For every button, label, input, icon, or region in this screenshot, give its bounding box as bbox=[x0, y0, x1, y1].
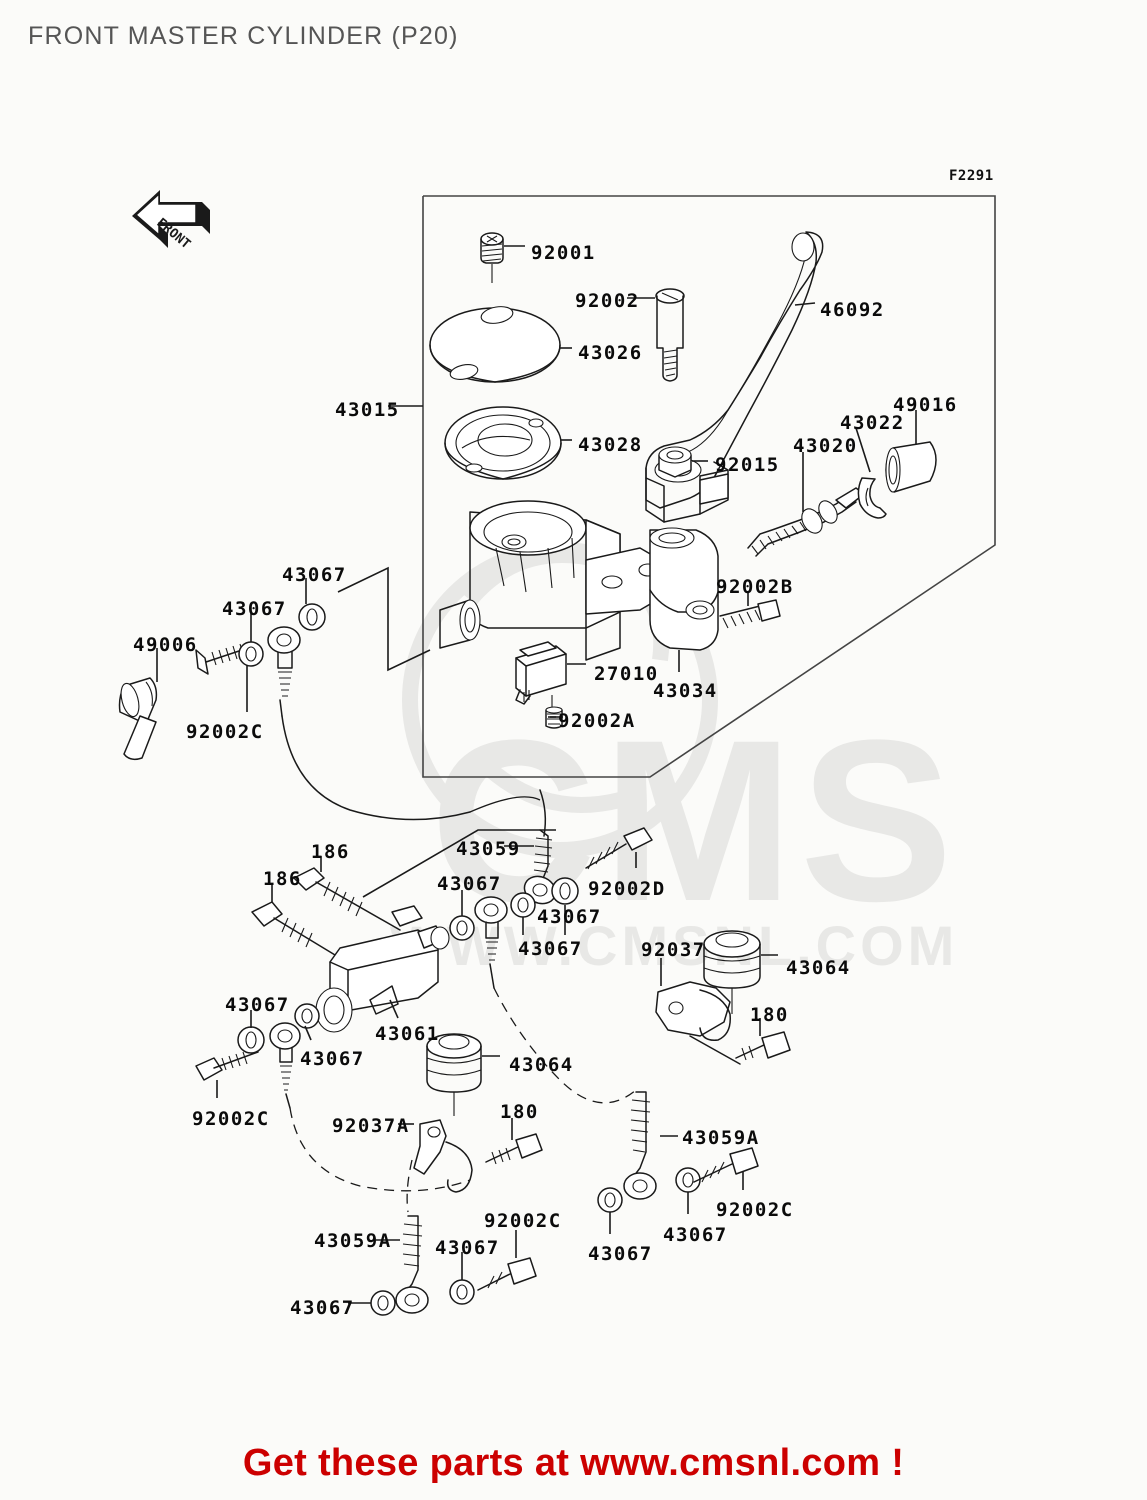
part-43067-washer-d bbox=[510, 892, 536, 935]
part-label-43020[interactable]: 43020 bbox=[793, 435, 858, 457]
part-label-43015[interactable]: 43015 bbox=[335, 399, 400, 421]
part-186-bolt-a bbox=[293, 856, 401, 931]
part-180-bolt-center bbox=[485, 1118, 543, 1165]
part-92002C-bolt-lower-left bbox=[195, 1051, 259, 1098]
part-43067-washer-a bbox=[238, 612, 264, 667]
part-43061-joint bbox=[315, 905, 450, 1033]
part-label-43067[interactable]: 43067 bbox=[537, 906, 602, 928]
part-43064-grommet-right bbox=[703, 930, 778, 1014]
part-43067-washer-h bbox=[675, 1167, 701, 1214]
part-banjo-fitting-mid bbox=[474, 896, 508, 989]
part-43028-diaphragm bbox=[444, 406, 572, 480]
svg-text:CMS: CMS bbox=[430, 692, 959, 949]
part-label-43067[interactable]: 43067 bbox=[663, 1224, 728, 1246]
part-label-43067[interactable]: 43067 bbox=[588, 1243, 653, 1265]
part-92002B-bolt bbox=[719, 592, 781, 629]
part-label-49016[interactable]: 49016 bbox=[893, 394, 958, 416]
part-43026-cap bbox=[429, 306, 572, 383]
part-49006-cap bbox=[118, 648, 158, 761]
part-92002A-bolt bbox=[545, 695, 563, 729]
part-label-43067[interactable]: 43067 bbox=[435, 1237, 500, 1259]
part-label-43059a[interactable]: 43059A bbox=[682, 1127, 760, 1149]
part-label-46092[interactable]: 46092 bbox=[820, 299, 885, 321]
part-label-92037a[interactable]: 92037A bbox=[332, 1115, 410, 1137]
part-43067-washer-e bbox=[449, 890, 475, 941]
part-label-43067[interactable]: 43067 bbox=[222, 598, 287, 620]
part-label-92002b[interactable]: 92002B bbox=[716, 576, 794, 598]
part-43022-circlip bbox=[855, 427, 887, 519]
lead-bracket-left bbox=[337, 566, 431, 672]
part-92002C-bolt-bottom bbox=[477, 1230, 537, 1291]
part-43067-washer-k bbox=[348, 1290, 396, 1316]
part-43059A-hose-right bbox=[623, 1091, 678, 1200]
part-label-92002c[interactable]: 92002C bbox=[716, 1199, 794, 1221]
part-label-43067[interactable]: 43067 bbox=[282, 564, 347, 586]
lead-bracket-lower bbox=[362, 829, 556, 898]
part-186-bolt-b bbox=[251, 884, 341, 959]
part-label-92002[interactable]: 92002 bbox=[575, 290, 640, 312]
part-92002C-bolt-bottom-right bbox=[693, 1147, 759, 1190]
part-92002D-bolt bbox=[585, 827, 653, 870]
part-label-43064[interactable]: 43064 bbox=[786, 957, 851, 979]
part-label-92037[interactable]: 92037 bbox=[641, 939, 706, 961]
part-banjo-fitting-lower-left bbox=[269, 1022, 301, 1109]
part-hose-fitting-left bbox=[267, 626, 301, 717]
part-label-43028[interactable]: 43028 bbox=[578, 434, 643, 456]
part-43067-washer-g bbox=[294, 1003, 320, 1041]
part-43064-grommet-center bbox=[426, 1033, 500, 1116]
part-label-43067[interactable]: 43067 bbox=[518, 938, 583, 960]
part-43067-washer-j bbox=[449, 1252, 475, 1305]
part-label-92002d[interactable]: 92002D bbox=[588, 878, 666, 900]
part-92002-bolt bbox=[627, 288, 685, 382]
part-label-43067[interactable]: 43067 bbox=[300, 1048, 365, 1070]
part-label-43034[interactable]: 43034 bbox=[653, 680, 718, 702]
part-label-92002c[interactable]: 92002C bbox=[192, 1108, 270, 1130]
part-label-92002c[interactable]: 92002C bbox=[186, 721, 264, 743]
part-49016-boot bbox=[885, 410, 937, 493]
part-master-cylinder-body bbox=[439, 500, 665, 661]
part-label-43064[interactable]: 43064 bbox=[509, 1054, 574, 1076]
part-label-186[interactable]: 186 bbox=[311, 841, 350, 863]
part-43067-washer-f bbox=[237, 1010, 265, 1054]
part-label-92001[interactable]: 92001 bbox=[531, 242, 596, 264]
part-label-186[interactable]: 186 bbox=[263, 868, 302, 890]
part-label-43059[interactable]: 43059 bbox=[456, 838, 521, 860]
part-92001-screw bbox=[480, 232, 525, 283]
part-label-43061[interactable]: 43061 bbox=[375, 1023, 440, 1045]
front-direction-badge: FRONT bbox=[132, 190, 210, 252]
part-label-49006[interactable]: 49006 bbox=[133, 634, 198, 656]
part-43020-piston bbox=[747, 452, 865, 557]
assembly-frame bbox=[422, 195, 996, 778]
hose-routing bbox=[289, 796, 637, 1213]
part-92015-nut bbox=[658, 446, 708, 478]
part-180-bolt-right bbox=[735, 1018, 791, 1061]
part-label-43067[interactable]: 43067 bbox=[225, 994, 290, 1016]
part-label-92015[interactable]: 92015 bbox=[715, 454, 780, 476]
page-title: FRONT MASTER CYLINDER (P20) bbox=[28, 22, 459, 50]
part-43067-washer-b bbox=[298, 578, 326, 631]
part-label-92002c[interactable]: 92002C bbox=[484, 1210, 562, 1232]
part-label-43067[interactable]: 43067 bbox=[290, 1297, 355, 1319]
footer-promo: Get these parts at www.cmsnl.com ! bbox=[242, 1442, 905, 1484]
part-label-43022[interactable]: 43022 bbox=[840, 412, 905, 434]
part-label-92002a[interactable]: 92002A bbox=[558, 710, 636, 732]
part-43034-clamp bbox=[649, 527, 719, 672]
part-43059A-hose-left bbox=[376, 1215, 429, 1314]
part-92037A-clamp bbox=[398, 1119, 473, 1193]
part-43067-washer-c bbox=[551, 877, 579, 935]
part-label-43067[interactable]: 43067 bbox=[437, 873, 502, 895]
part-label-27010[interactable]: 27010 bbox=[594, 663, 659, 685]
part-43067-washer-i bbox=[597, 1187, 623, 1234]
part-46092-lever bbox=[645, 231, 824, 523]
part-label-43026[interactable]: 43026 bbox=[578, 342, 643, 364]
part-label-180[interactable]: 180 bbox=[750, 1004, 789, 1026]
reference-code: F2291 bbox=[949, 168, 994, 184]
part-label-43059a[interactable]: 43059A bbox=[314, 1230, 392, 1252]
part-92037-clamp-right bbox=[655, 958, 741, 1065]
part-label-180[interactable]: 180 bbox=[500, 1101, 539, 1123]
hose-left bbox=[281, 715, 471, 821]
part-27010-switch bbox=[515, 641, 586, 705]
hose-upper bbox=[539, 789, 547, 837]
svg-text:WWW.CMSNL.COM: WWW.CMSNL.COM bbox=[390, 914, 958, 977]
